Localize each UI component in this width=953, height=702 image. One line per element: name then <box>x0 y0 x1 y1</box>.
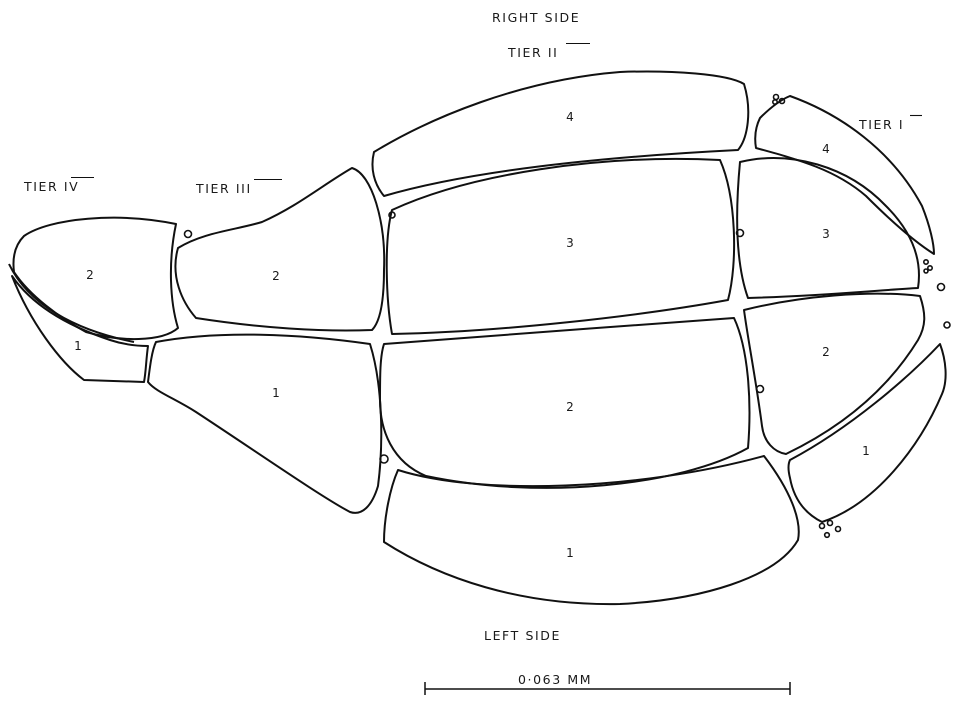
cell-tier-2-4 <box>372 72 748 197</box>
cell-tier-1-2 <box>744 294 924 454</box>
svg-text:TIER II: TIER II <box>507 45 558 60</box>
cell-tier-1-3-number: 3 <box>822 227 830 241</box>
cell-tier-1-1-number: 1 <box>862 444 870 458</box>
cell-tier-2-2 <box>380 318 749 488</box>
svg-text:TIER I: TIER I <box>858 117 904 132</box>
tier-4-label: TIER IV <box>23 178 94 195</box>
cell-tier-2-1 <box>384 456 799 604</box>
cell-tier-2-3 <box>387 159 734 334</box>
cell-tier-4-1 <box>12 276 148 382</box>
cell-tier-1-4-number: 4 <box>822 142 830 156</box>
cell-tier-1-1 <box>789 344 946 522</box>
svg-text:TIER III: TIER III <box>195 181 252 196</box>
tier-1-label: TIER I <box>858 116 922 133</box>
svg-text:TIER IV: TIER IV <box>23 179 79 194</box>
cell-tier-2-2-number: 2 <box>566 400 574 414</box>
cell-tier-1-2-number: 2 <box>822 345 830 359</box>
scale-bar: 0·063 MM <box>425 672 790 695</box>
right-side-label: RIGHT SIDE <box>492 10 580 25</box>
cell-tier-2-3-number: 3 <box>566 236 574 250</box>
cell-tier-3-2-number: 2 <box>272 269 280 283</box>
cell-tier-3-1-number: 1 <box>272 386 280 400</box>
cell-tier-2-1-number: 1 <box>566 546 574 560</box>
cell-tier-2-4-number: 4 <box>566 110 574 124</box>
cell-tier-4-2 <box>13 218 178 339</box>
cell-tier-4-outer-wall <box>9 264 134 342</box>
left-side-label: LEFT SIDE <box>484 628 561 643</box>
scale-bar-label: 0·063 MM <box>518 672 592 687</box>
tier-2-label: TIER II <box>507 44 590 61</box>
cell-tier-4-1-number: 1 <box>74 339 82 353</box>
tier-3-label: TIER III <box>195 180 282 197</box>
cell-tier-4-2-number: 2 <box>86 268 94 282</box>
wall-pores <box>185 95 951 538</box>
cell-tier-3-1 <box>148 335 381 513</box>
